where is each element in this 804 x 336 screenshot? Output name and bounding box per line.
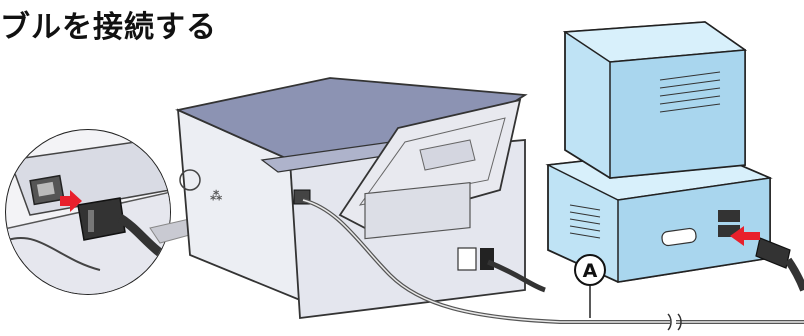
zoom-detail-circle [0,125,180,320]
callout-a: A [575,255,605,285]
computer [548,22,770,282]
printer: ⁂ [178,78,525,318]
callout-label: A [583,260,598,282]
svg-text:⁂: ⁂ [210,189,223,203]
usb-plug-computer [756,238,804,290]
